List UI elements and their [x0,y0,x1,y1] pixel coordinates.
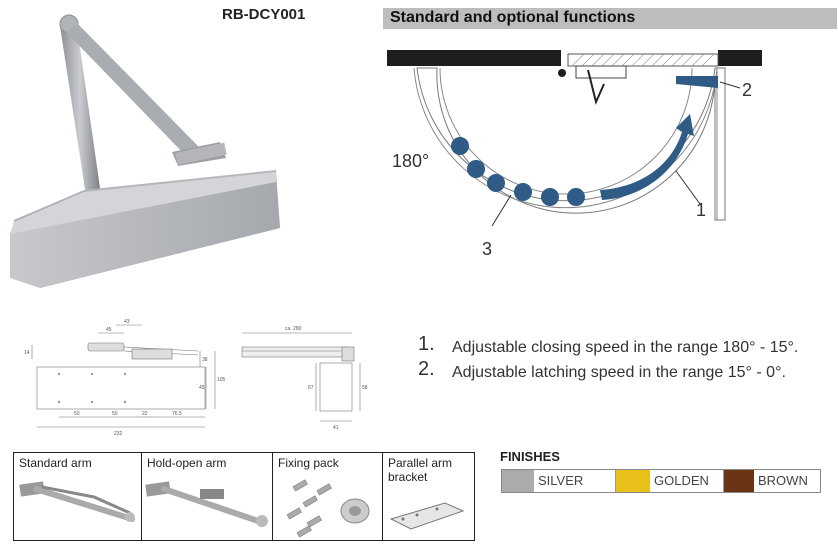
dim-label: 41 [333,425,339,431]
speed-dot [451,137,469,155]
dim-label: 22 [142,411,148,417]
function-text: Adjustable closing speed in the range 18… [452,339,799,356]
dim-label: 67 [308,385,314,391]
dim-label: 43 [124,319,130,325]
fixing-pack-icon [286,479,370,538]
wall-right [718,50,762,66]
standard-arm-icon [19,481,135,522]
function-item: 1. Adjustable closing speed in the range… [418,333,838,357]
accessory-fixing-pack: Fixing pack [273,453,383,540]
accessory-label: Parallel arm bracket [388,456,453,484]
callout-1: 1 [696,200,706,220]
finish-label-brown: BROWN [758,473,808,488]
hold-open-arm-icon [145,481,268,527]
speed-dot [514,183,532,201]
speed-dot [541,188,559,206]
finish-label-golden: GOLDEN [650,470,724,492]
dim-label: 38 [202,357,208,363]
section-title: Standard and optional functions [390,9,636,26]
accessories-table: Standard arm Hold-open arm Fixing pack [13,452,475,541]
swatch-brown [724,470,754,492]
accessory-standard-arm: Standard arm [14,453,142,540]
dimension-drawing: 45 43 14 38 45 105 50 50 22 76.5 232 ca.… [24,319,368,437]
function-number: 1. [418,333,435,355]
product-code: RB-DCY001 [222,6,306,23]
closing-speed-arrow [600,114,694,200]
angle-label: 180° [392,151,429,171]
dim-label: 58 [362,385,368,391]
dim-label: 105 [217,377,226,383]
door-leaf [567,53,719,67]
speed-diagram: 180° 1 2 3 [387,50,762,259]
dim-label: 232 [114,431,123,437]
speed-dot [487,174,505,192]
accessory-label: Hold-open arm [147,456,227,470]
callout-3: 3 [482,239,492,259]
speed-dot [467,160,485,178]
section-header: Standard and optional functions [383,8,837,29]
latch-symbol [587,69,605,106]
wall-left [387,50,561,66]
dim-label: 76.5 [172,411,182,417]
callout-2: 2 [742,80,752,100]
finishes-bar: SILVER GOLDEN BROWN [501,469,821,493]
dim-label: 50 [112,411,118,417]
accessory-label: Fixing pack [278,456,339,470]
finish-label-silver: SILVER [534,470,616,492]
accessory-label: Standard arm [19,456,92,470]
function-text: Adjustable latching speed in the range 1… [452,364,786,381]
latch-plate [575,65,627,79]
accessory-parallel-arm-bracket: Parallel arm bracket [383,453,474,540]
speed-dot [567,188,585,206]
dim-label: 45 [199,385,205,391]
accessory-hold-open-arm: Hold-open arm [142,453,273,540]
dim-label: 50 [74,411,80,417]
functions-list: 1. Adjustable closing speed in the range… [418,333,838,388]
hinge-pivot [558,69,566,77]
dim-label: 45 [106,327,112,333]
swatch-silver [502,470,534,492]
parallel-arm-bracket-icon [389,502,465,530]
swatch-golden [616,470,650,492]
dim-label: ca. 280 [285,326,302,332]
function-item: 2. Adjustable latching speed in the rang… [418,358,838,382]
finishes-title: FINISHES [500,449,560,464]
function-number: 2. [418,358,435,380]
dim-label: 14 [24,350,30,356]
door-closer-photo [10,14,280,288]
latching-zone [676,76,718,88]
